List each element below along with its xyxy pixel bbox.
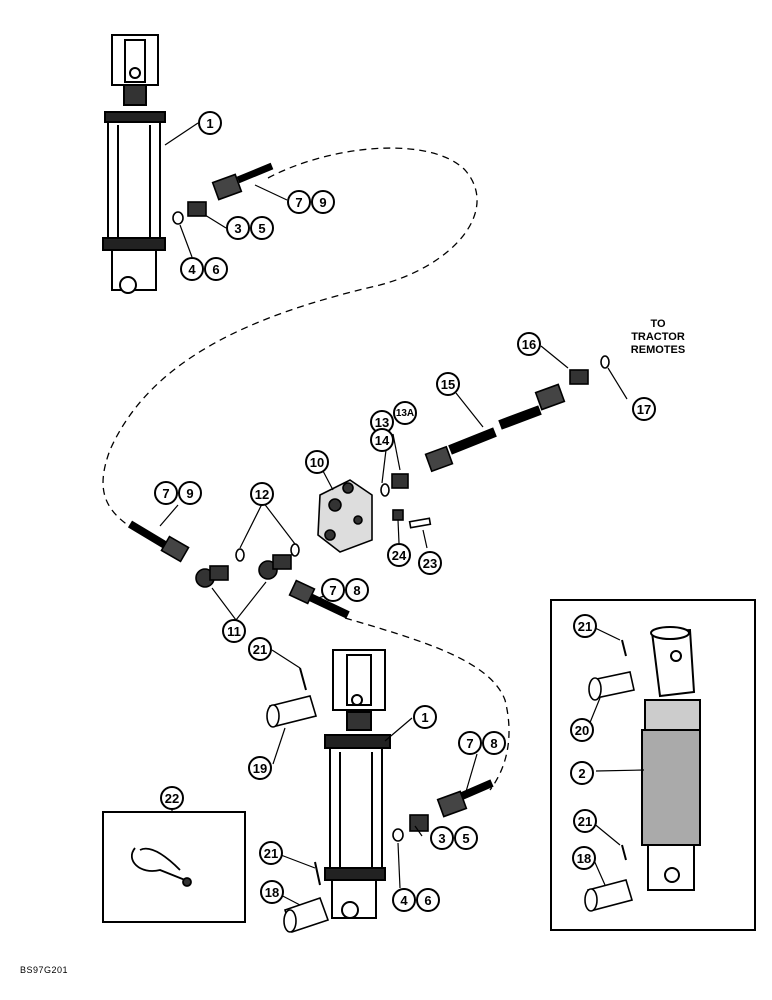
- figure-id: BS97G201: [20, 965, 69, 975]
- callout: 10: [305, 450, 329, 474]
- callout: 16: [517, 332, 541, 356]
- cylinder-upper: [102, 34, 166, 294]
- lower-fittings: [392, 779, 494, 842]
- valve-block: [317, 473, 432, 553]
- callout: 3: [226, 216, 250, 240]
- upper-fittings: [172, 162, 274, 225]
- callout: 9: [178, 481, 202, 505]
- callout: 18: [572, 846, 596, 870]
- hose-route-upper: [102, 147, 478, 529]
- callout: 6: [204, 257, 228, 281]
- callout: 7: [154, 481, 178, 505]
- callout: 5: [250, 216, 274, 240]
- callout: 22: [160, 786, 184, 810]
- callout: 8: [345, 578, 369, 602]
- callout: 12: [250, 482, 274, 506]
- callout: 21: [573, 614, 597, 638]
- callout: 4: [392, 888, 416, 912]
- callout: 19: [248, 756, 272, 780]
- note-line: TO: [650, 318, 666, 330]
- hose-lower-left: [127, 520, 350, 619]
- callout: 7: [458, 731, 482, 755]
- hose-right: [424, 355, 610, 473]
- callout: 23: [418, 551, 442, 575]
- callout: 21: [259, 841, 283, 865]
- callout: 3: [430, 826, 454, 850]
- callout: 7: [321, 578, 345, 602]
- inset-box-clamp: [102, 811, 246, 923]
- destination-note: TO TRACTOR REMOTES: [618, 318, 698, 357]
- leader-lines: [159, 122, 645, 906]
- callout: 20: [570, 718, 594, 742]
- callout: 9: [311, 190, 335, 214]
- callout: 18: [260, 880, 284, 904]
- callout: 21: [573, 809, 597, 833]
- callout: 1: [413, 705, 437, 729]
- note-line: REMOTES: [630, 344, 686, 356]
- callout: 6: [416, 888, 440, 912]
- callout: 17: [632, 397, 656, 421]
- callout: 21: [248, 637, 272, 661]
- callout: 11: [222, 619, 246, 643]
- note-line: TRACTOR: [631, 331, 685, 343]
- pins-inset: [584, 639, 635, 912]
- callout: 15: [436, 372, 460, 396]
- callout: 13A: [393, 401, 417, 425]
- callout: 1: [198, 111, 222, 135]
- cylinder-alt: [641, 626, 701, 891]
- callout: 4: [180, 257, 204, 281]
- callout: 7: [287, 190, 311, 214]
- callout: 24: [387, 543, 411, 567]
- callout: 2: [570, 761, 594, 785]
- callout: 14: [370, 428, 394, 452]
- hose-clamp: [130, 847, 192, 887]
- cylinder-lower: [324, 649, 391, 919]
- callout: 8: [482, 731, 506, 755]
- callout: 5: [454, 826, 478, 850]
- pins-lower: [266, 667, 330, 934]
